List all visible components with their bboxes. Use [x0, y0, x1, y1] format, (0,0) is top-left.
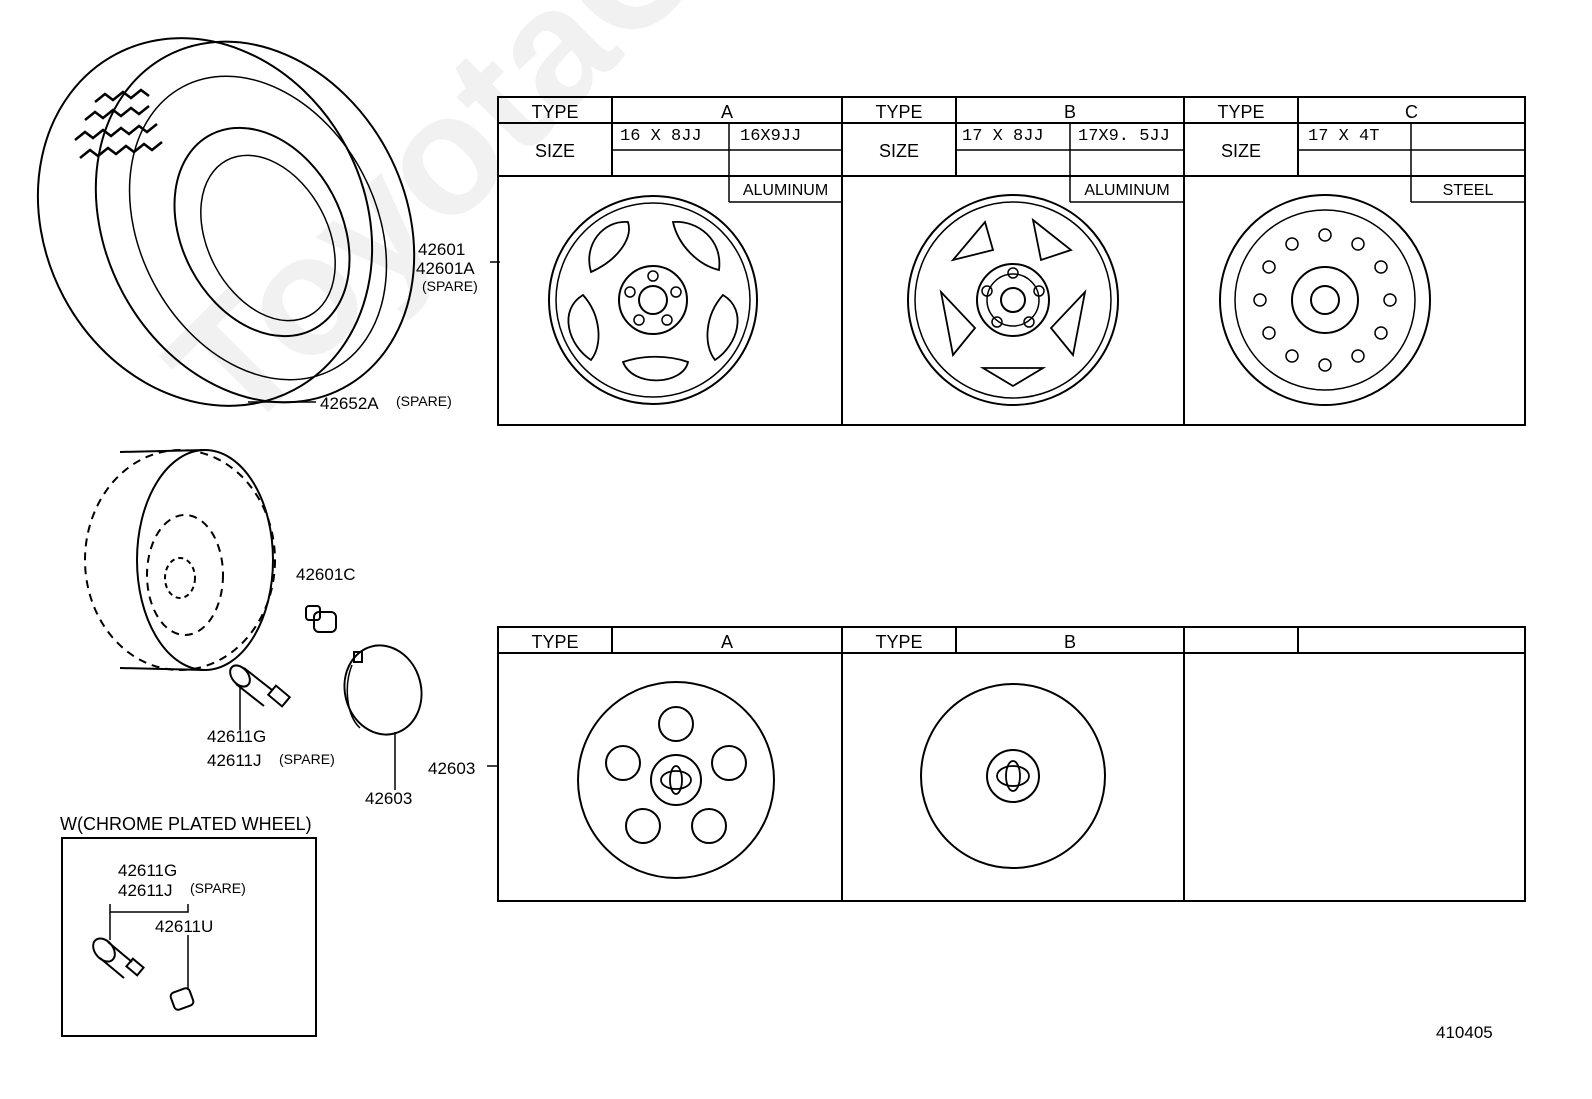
cap-table: [497, 626, 1526, 902]
wheel-a-size-2: 16X9JJ: [740, 127, 802, 146]
wheel-table-c-size-label: SIZE: [1220, 141, 1261, 161]
wheel-table-b-type-label: TYPE: [875, 102, 923, 122]
wheel-table-a-size-label: SIZE: [534, 141, 575, 161]
wheel-table-b-type: B: [1063, 102, 1076, 122]
center-cap-illustration: [343, 644, 423, 736]
wheel-type-b-illustration: [907, 194, 1119, 406]
label-chrome-valve-part: 42611G: [118, 861, 178, 880]
wheel-type-a-illustration: [548, 195, 758, 405]
chrome-wheel-box: [61, 837, 317, 1037]
wheel-a-size-1: 16 X 8JJ: [620, 127, 702, 146]
label-cap-part-small: 42603: [365, 789, 413, 808]
cap-type-a-illustration: [577, 681, 775, 879]
valve-stem-illustration: [229, 664, 292, 708]
wheel-c-material: STEEL: [1442, 182, 1494, 199]
label-chrome-cap-part: 42611U: [155, 917, 214, 936]
chrome-valve-illustration: [92, 937, 145, 979]
wheel-drum-illustration: [84, 449, 276, 671]
label-wheel-spare-note: (SPARE): [422, 278, 478, 294]
wheel-table: [497, 96, 1526, 426]
label-valve-spare-part: 42611J: [207, 751, 262, 770]
label-chrome-valve-spare-note: (SPARE): [190, 880, 246, 896]
cap-table-a-type-label: TYPE: [531, 632, 579, 652]
label-tire-part: 42652A: [320, 394, 379, 413]
wheel-b-size-2: 17X9. 5JJ: [1078, 127, 1170, 146]
wheel-table-a-type: A: [720, 102, 733, 122]
label-nut-part: 42601C: [296, 565, 356, 584]
wheel-table-b-size-label: SIZE: [878, 141, 919, 161]
chrome-cap-illustration: [169, 987, 195, 1011]
wheel-table-a-type-label: TYPE: [531, 102, 579, 122]
wheel-c-size-1: 17 X 4T: [1308, 127, 1380, 146]
label-wheel-spare-part: 42601A: [416, 259, 475, 278]
hub-nut-illustration: [305, 605, 337, 633]
cap-type-b-illustration: [920, 683, 1106, 869]
wheel-type-c-illustration: [1219, 194, 1431, 406]
diagram-id: 410405: [1436, 1023, 1493, 1042]
wheel-a-material: ALUMINUM: [742, 182, 829, 199]
wheel-b-size-1: 17 X 8JJ: [962, 127, 1044, 146]
cap-table-a-type: A: [720, 632, 733, 652]
wheel-b-material: ALUMINUM: [1084, 182, 1170, 199]
wheel-table-c-type: C: [1405, 102, 1418, 122]
label-chrome-valve-spare-part: 42611J: [118, 881, 173, 900]
tire-illustration: [36, 37, 416, 407]
label-valve-spare-note: (SPARE): [279, 751, 335, 767]
wheel-table-c-type-label: TYPE: [1217, 102, 1265, 122]
label-wheel-part: 42601: [418, 240, 466, 259]
chrome-wheel-title: W(CHROME PLATED WHEEL): [60, 814, 312, 834]
label-cap-part-table: 42603: [428, 759, 476, 778]
label-tire-spare-note: (SPARE): [396, 393, 452, 409]
label-valve-part: 42611G: [207, 727, 267, 746]
cap-table-b-type-label: TYPE: [875, 632, 923, 652]
cap-table-b-type: B: [1063, 632, 1076, 652]
